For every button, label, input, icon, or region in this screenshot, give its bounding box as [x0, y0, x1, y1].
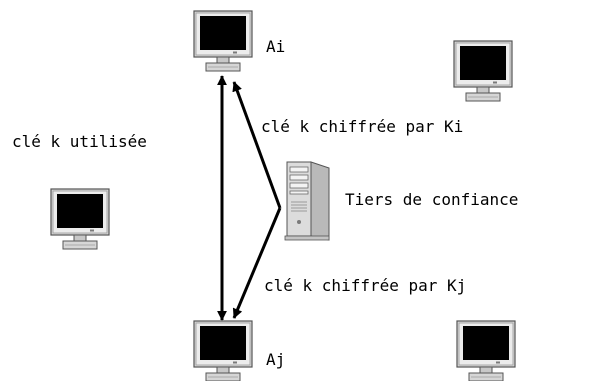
arrow-server-to-ai — [232, 81, 282, 209]
monitor-icon — [456, 320, 516, 381]
monitor-icon — [453, 40, 513, 102]
monitor-icon — [193, 320, 253, 381]
server-icon — [284, 161, 330, 241]
key-encrypted-kj-label: clé k chiffrée par Kj — [264, 276, 467, 295]
node-label-ai: Ai — [266, 37, 286, 56]
monitor-icon — [50, 188, 110, 250]
arrow-server-to-aj — [232, 207, 282, 319]
monitor-icon — [193, 10, 253, 72]
key-used-label: clé k utilisée — [12, 132, 147, 151]
node-label-aj: Aj — [266, 350, 286, 369]
trusted-third-party-label: Tiers de confiance — [345, 190, 519, 209]
key-encrypted-ki-label: clé k chiffrée par Ki — [261, 117, 464, 136]
